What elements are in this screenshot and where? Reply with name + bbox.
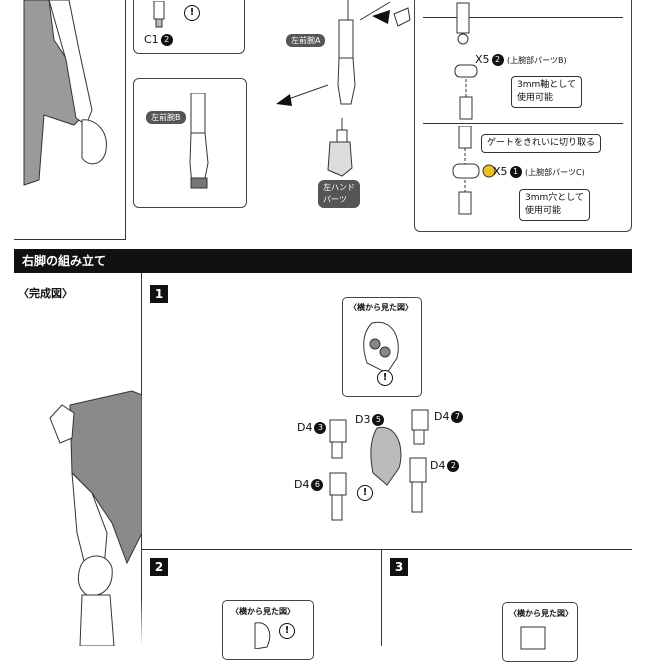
step2-side-view-title: 〈横から見た図〉	[231, 607, 295, 616]
warning-icon: !	[184, 5, 200, 21]
top-figure-strip	[14, 0, 126, 240]
step2-number: 2	[150, 558, 168, 576]
panel-forearm-b: 左前腕B	[133, 78, 247, 208]
step3-side-view: 〈横から見た図〉	[502, 602, 578, 662]
detail-part-top	[456, 2, 470, 45]
completed-leg-illustration	[49, 390, 142, 646]
step2-side-view: 〈横から見た図〉 !	[222, 600, 314, 660]
forearm-b-part	[189, 93, 209, 189]
x5-b-part	[454, 64, 478, 120]
step1-side-view: 〈横から見た図〉 !	[342, 297, 422, 397]
step3-panel: 3 〈横から見た図〉	[382, 550, 632, 662]
step1-side-view-title: 〈横から見た図〉	[349, 303, 413, 312]
forearm-a-label: 左前腕A	[286, 34, 326, 47]
step3-side-view-title: 〈横から見た図〉	[509, 609, 573, 618]
arrow-to-forearm-b	[276, 84, 329, 106]
step3-number: 3	[390, 558, 408, 576]
arrow-into-forearm-a	[359, 1, 411, 27]
gate-note: ゲートをきれいに切り取る	[481, 134, 602, 153]
step2-warning-icon: !	[279, 623, 295, 639]
figure-arm-illustration	[23, 0, 107, 186]
left-hand-part	[327, 118, 353, 177]
note-3mm-axis: 3mm軸として使用可能	[511, 76, 582, 108]
section-title-bar: 右脚の組み立て	[14, 249, 632, 273]
c1-part-icon	[153, 1, 165, 28]
step1-center-part	[370, 426, 402, 486]
step1-side-part	[363, 321, 399, 374]
step1-side-warning-icon: !	[377, 370, 393, 386]
detail-divider-1	[423, 17, 623, 18]
forearm-a-part	[337, 0, 356, 105]
step2-panel: 2 〈横から見た図〉 !	[142, 550, 382, 660]
d4-left-parts	[329, 419, 347, 521]
d4-right-parts	[409, 409, 429, 513]
left-hand-label: 左ハンドパーツ	[318, 180, 360, 208]
step1-warning-icon: !	[357, 485, 373, 501]
completed-view-label: 〈完成図〉	[18, 287, 73, 300]
completed-view-column: 〈完成図〉	[14, 273, 142, 646]
step3-side-part	[520, 626, 546, 650]
detail-divider-2	[423, 123, 623, 124]
forearm-b-label: 左前腕B	[146, 111, 186, 124]
x5-c-part	[452, 126, 496, 215]
step2-side-part	[254, 622, 271, 649]
step1-number: 1	[150, 285, 168, 303]
note-3mm-hole: 3mm穴として使用可能	[519, 189, 590, 221]
